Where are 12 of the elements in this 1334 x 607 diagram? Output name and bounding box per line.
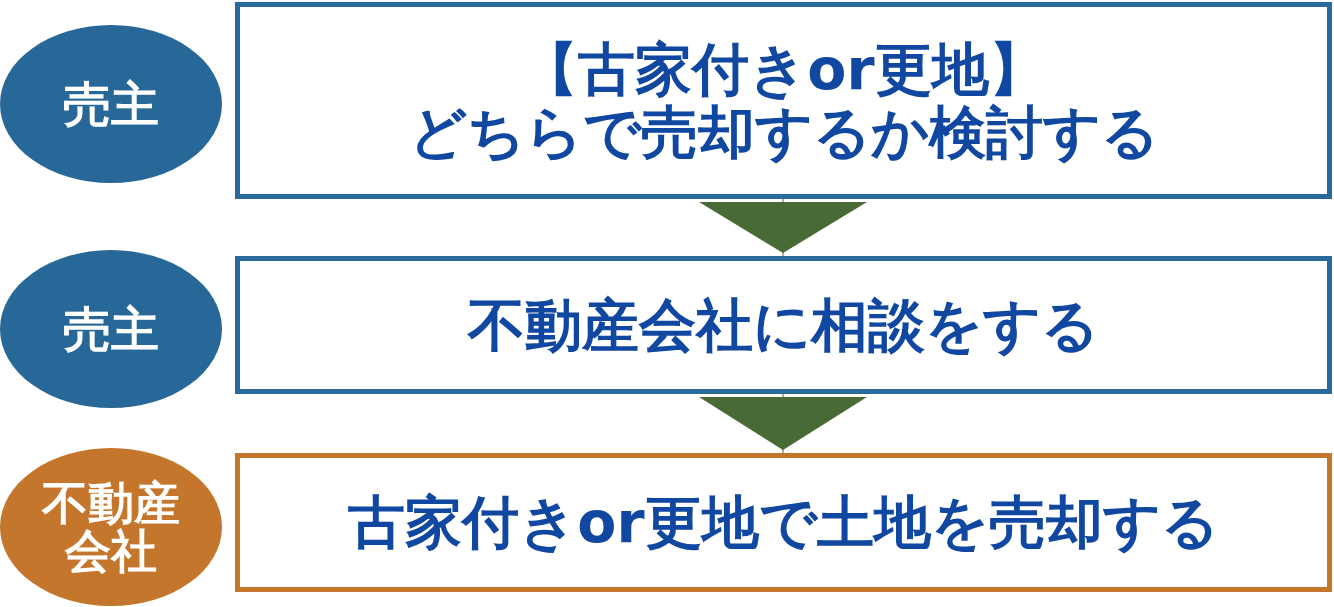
step-text: 【古家付きor更地】: [521, 37, 1046, 101]
actor-label: 不動産会社: [42, 478, 180, 576]
step-text: どちらで売却するか検討する: [408, 100, 1159, 164]
actor-label: 売主: [63, 78, 159, 130]
down-arrow: [699, 393, 867, 454]
step-box: [235, 2, 1332, 199]
step-text: 古家付きor更地で土地を売却する: [348, 491, 1219, 554]
step-box: [235, 453, 1332, 592]
down-arrow: [699, 198, 867, 257]
actor-label: 売主: [63, 303, 159, 355]
step-text: 不動産会社に相談をする: [468, 293, 1099, 357]
step-box: [235, 256, 1332, 394]
